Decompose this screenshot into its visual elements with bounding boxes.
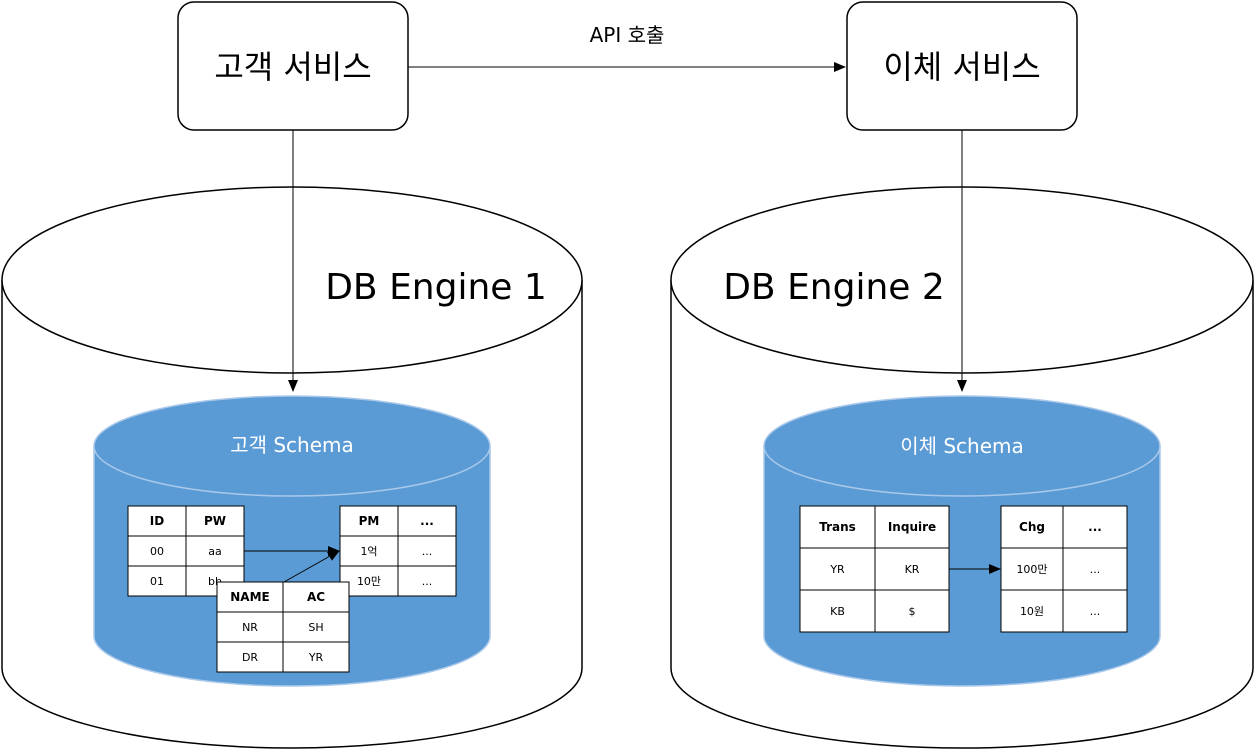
table-cell <box>185 535 245 567</box>
table-cell-text: NR <box>242 621 258 634</box>
name-ac-to-pm-arrow <box>283 550 340 583</box>
table-cell-text: DR <box>242 651 258 664</box>
table-header-text: NAME <box>230 590 269 604</box>
table-cell <box>1062 589 1128 633</box>
table-cell-text: 01 <box>150 575 164 588</box>
table-cell <box>339 565 399 597</box>
chg-table: Chg... 100만... 10원... <box>1000 505 1128 633</box>
table-cell-text: YR <box>829 563 845 576</box>
table-cell-text: ... <box>1090 605 1101 618</box>
table-header-text: Inquire <box>888 520 936 534</box>
name-ac-table: NAME AC NR SH DR YR <box>216 581 350 673</box>
table-cell <box>397 535 457 567</box>
table-cell <box>127 535 187 567</box>
table-header-text: ... <box>420 514 434 528</box>
table-cell-text: aa <box>208 545 221 558</box>
table-header-text: ID <box>150 514 164 528</box>
table-header-text: Chg <box>1019 520 1045 534</box>
table-header-cell <box>1062 505 1128 549</box>
table-cell-text: ... <box>422 575 433 588</box>
customer-schema-label: 고객 Schema <box>230 433 354 457</box>
db-engine-1-label: DB Engine 1 <box>325 267 547 308</box>
table-header-cell <box>185 505 245 537</box>
table-cell-text: 100만 <box>1016 563 1047 576</box>
table-cell-text: ... <box>1090 563 1101 576</box>
table-header-cell <box>397 505 457 537</box>
table-header-text: ... <box>1088 520 1102 534</box>
api-call-label: API 호출 <box>590 23 665 47</box>
table-cell-text: $ <box>909 605 916 618</box>
table-header-text: PM <box>359 514 380 528</box>
table-cell <box>799 547 876 591</box>
table-header-cell <box>216 581 284 613</box>
table-cell <box>282 611 350 643</box>
transfer-schema-label: 이체 Schema <box>900 434 1024 458</box>
table-header-cell <box>127 505 187 537</box>
table-cell <box>799 589 876 633</box>
table-header-cell <box>799 505 876 549</box>
table-cell-text: 00 <box>150 545 164 558</box>
table-cell <box>282 641 350 673</box>
table-cell-text: SH <box>308 621 323 634</box>
table-cell-text: KB <box>830 605 845 618</box>
customer-service-label: 고객 서비스 <box>214 48 371 86</box>
table-cell <box>339 535 399 567</box>
table-header-text: Trans <box>819 520 856 534</box>
table-cell-text: KR <box>905 563 920 576</box>
table-cell <box>874 589 950 633</box>
table-cell-text: 10만 <box>357 575 381 588</box>
pm-table: PM... 1억... 10만... <box>339 505 457 597</box>
db-engine-2-label: DB Engine 2 <box>723 267 945 308</box>
table-header-cell <box>282 581 350 613</box>
table-cell <box>127 565 187 597</box>
table-cell-text: YR <box>308 651 324 664</box>
table-cell-text: 1억 <box>360 545 377 558</box>
table-header-text: PW <box>204 514 226 528</box>
table-header-text: AC <box>307 590 325 604</box>
table-cell <box>397 565 457 597</box>
transfer-service-label: 이체 서비스 <box>883 48 1040 86</box>
table-cell-text: 10원 <box>1020 605 1044 618</box>
table-cell <box>1062 547 1128 591</box>
table-cell-text: ... <box>422 545 433 558</box>
